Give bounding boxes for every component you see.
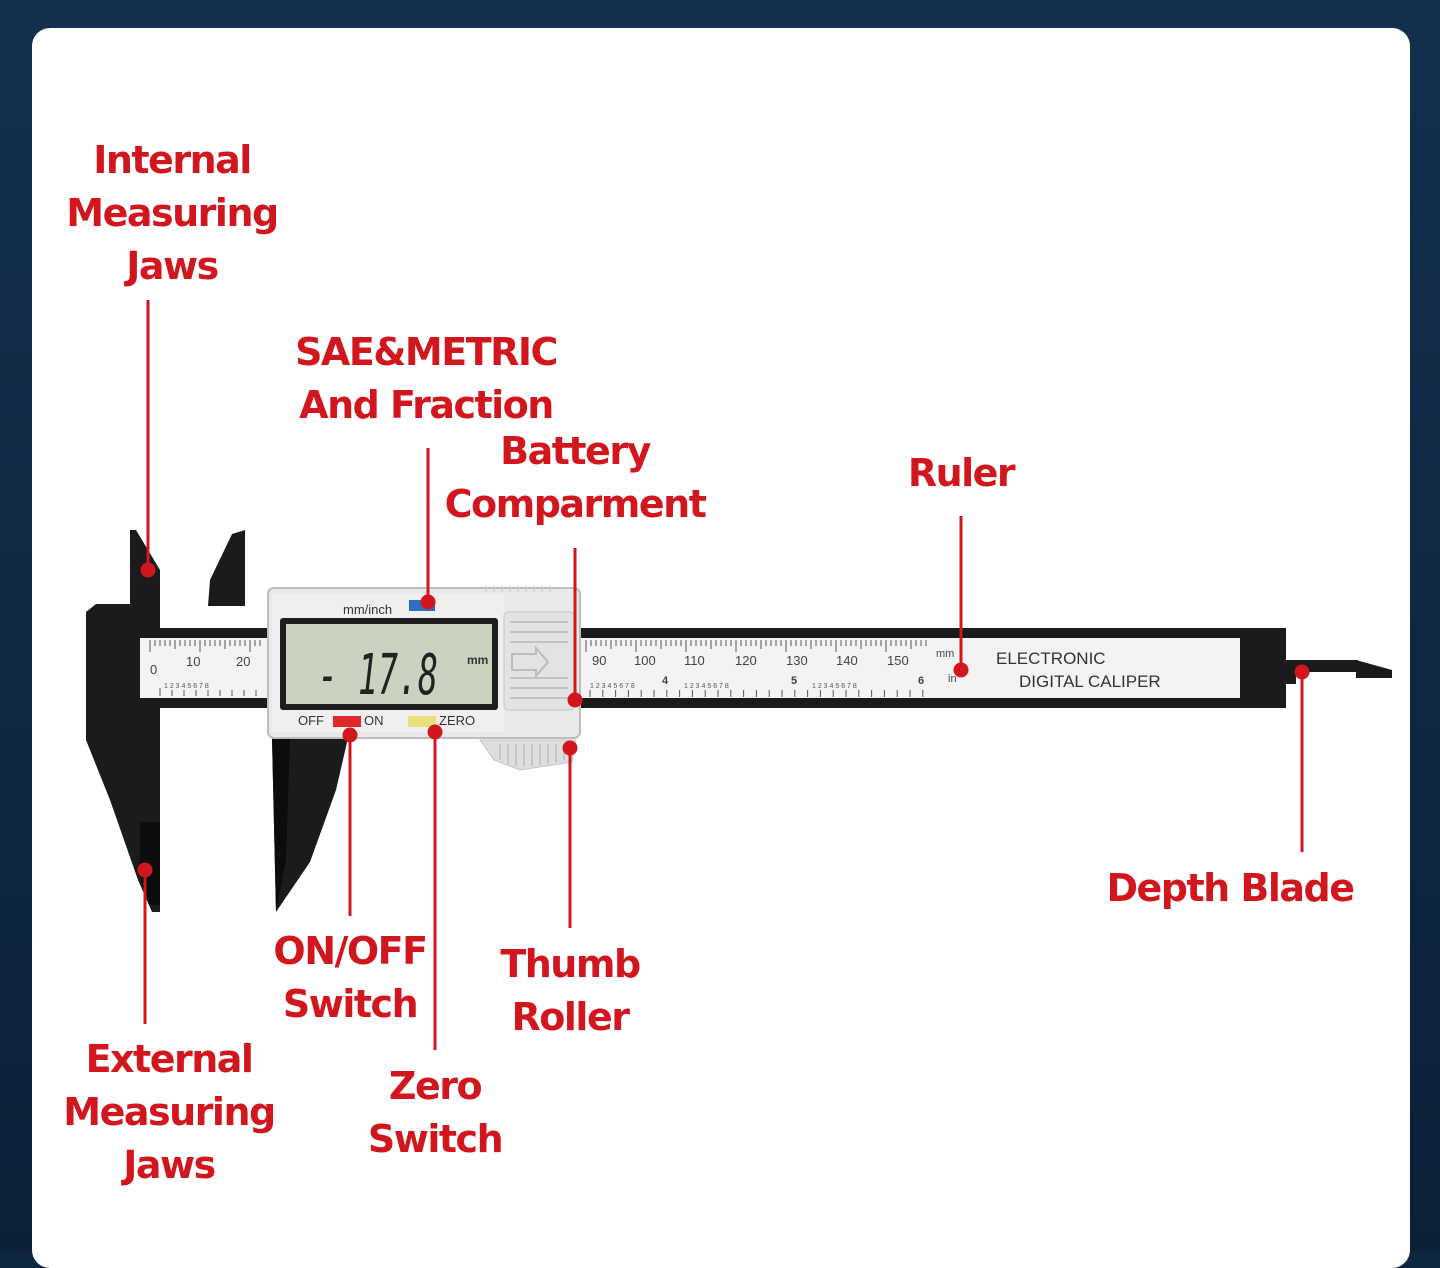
scale-number: 0 — [150, 662, 157, 677]
thumb-roller — [479, 739, 577, 771]
sliding-external-jaw — [272, 738, 348, 912]
label-line: Ruler — [907, 451, 1016, 495]
label-line: Depth Blade — [1106, 866, 1355, 910]
unit-toggle-label: mm/inch — [343, 602, 392, 617]
label-line: Switch — [367, 1117, 504, 1161]
battery-compartment — [503, 611, 575, 711]
label-zero-switch: Zero Switch — [340, 1060, 530, 1166]
label-line: Jaws — [123, 1143, 216, 1187]
scale-number: 130 — [786, 653, 808, 668]
brand-line-2: DIGITAL CALIPER — [1019, 672, 1161, 691]
inch-major: 5 — [791, 675, 797, 687]
label-line: ON/OFF — [273, 929, 428, 973]
label-line: Measuring — [66, 191, 279, 235]
label-line: Comparment — [444, 482, 707, 526]
brand-line-1: ELECTRONIC — [996, 649, 1106, 668]
scale-number: 120 — [735, 653, 757, 668]
label-line: Thumb — [500, 942, 641, 986]
off-on-button — [333, 716, 361, 727]
label-line: Jaws — [126, 244, 219, 288]
sliding-jaw-shadow — [272, 738, 290, 912]
depth-blade-tip — [1356, 660, 1392, 678]
ruler-ticks-left — [149, 640, 261, 696]
label-on-off-switch: ON/OFF Switch — [250, 925, 450, 1031]
inch-digits: 1 2 3 4 5 6 7 8 — [684, 683, 729, 690]
label-internal-measuring-jaws: Internal Measuring Jaws — [40, 134, 304, 293]
inch-major: 6 — [918, 675, 924, 687]
off-label: OFF — [298, 713, 324, 728]
inch-digits: 1 2 3 4 5 6 7 8 — [812, 683, 857, 690]
label-line: Internal — [93, 138, 252, 182]
label-depth-blade: Depth Blade — [1090, 862, 1370, 915]
scale-number: 150 — [887, 653, 909, 668]
label-line: Switch — [282, 982, 419, 1026]
lcd-screen — [286, 624, 492, 704]
scale-number: 20 — [236, 654, 250, 669]
label-line: SAE&METRIC — [295, 330, 558, 374]
ruler-ticks-right — [585, 640, 927, 697]
battery-arrow-icon — [511, 645, 550, 679]
label-line: External — [85, 1037, 254, 1081]
zero-label: ZERO — [439, 713, 475, 728]
depth-blade-base — [1284, 660, 1296, 684]
sliding-internal-jaw — [208, 530, 245, 606]
lcd-unit: mm — [467, 653, 488, 667]
scale-number: 110 — [684, 653, 705, 668]
label-ruler: Ruler — [880, 447, 1042, 500]
battery-ridges — [510, 621, 568, 699]
label-battery-compartment: Battery Comparment — [430, 425, 720, 531]
unit-in-label: in — [948, 673, 957, 685]
label-thumb-roller: Thumb Roller — [470, 938, 670, 1044]
lcd-reading: - 17.8 — [318, 643, 438, 708]
label-external-measuring-jaws: External Measuring Jaws — [38, 1033, 300, 1192]
label-line: Measuring — [63, 1090, 276, 1134]
inch-major: 4 — [662, 675, 669, 687]
scale-number: 100 — [634, 653, 656, 668]
top-ridges — [485, 586, 551, 592]
annotation-leaders — [137, 300, 1310, 1050]
label-line: Battery — [500, 429, 651, 473]
label-sae-metric: SAE&METRIC And Fraction — [280, 326, 572, 432]
zero-button — [408, 716, 436, 727]
label-line: And Fraction — [299, 383, 554, 427]
on-label: ON — [364, 713, 384, 728]
label-line: Zero — [388, 1064, 483, 1108]
inch-digits: 1 2 3 4 5 6 7 8 — [164, 683, 209, 690]
scale-number: 140 — [836, 653, 858, 668]
scale-number: 10 — [186, 654, 200, 669]
unit-mm-label: mm — [936, 648, 954, 660]
inch-digits: 1 2 3 4 5 6 7 8 — [590, 683, 635, 690]
label-line: Roller — [511, 995, 630, 1039]
scale-number: 90 — [592, 653, 606, 668]
